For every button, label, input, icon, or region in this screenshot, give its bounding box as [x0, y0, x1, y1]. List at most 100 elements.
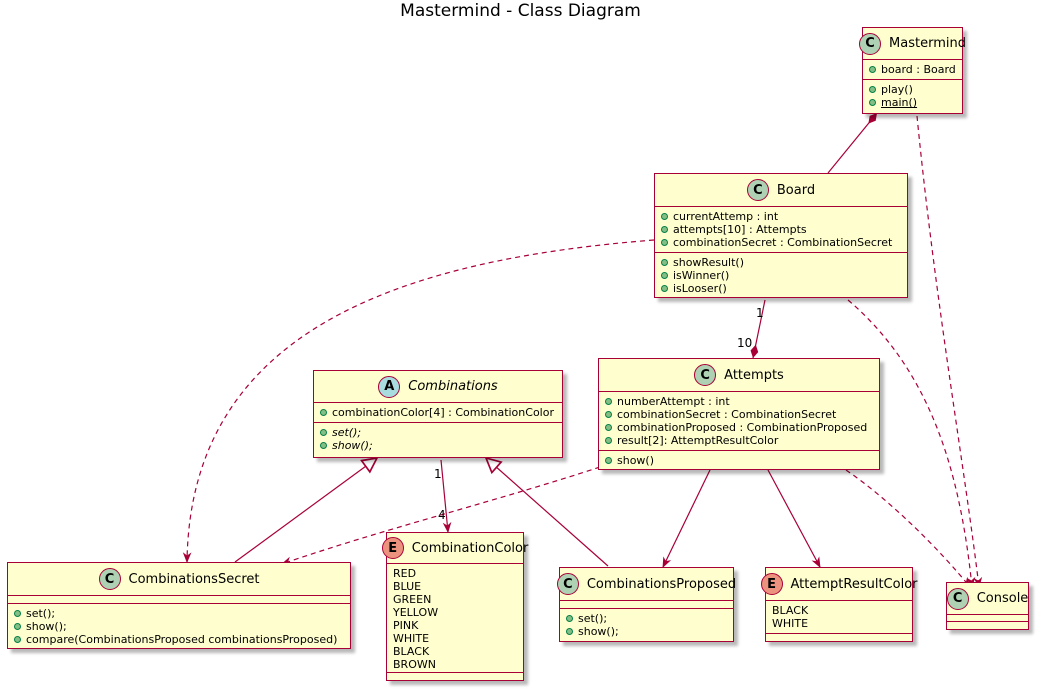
public-visibility-icon: [320, 409, 327, 416]
public-visibility-icon: [566, 615, 573, 622]
field: attempts[10] : Attempts: [673, 223, 807, 236]
method: show();: [26, 620, 67, 633]
class-name: CombinationsSecret: [128, 571, 260, 587]
class-stereotype-icon: C: [946, 587, 969, 610]
abstract-method: set();: [332, 426, 362, 439]
fields-section: board : Board: [863, 60, 962, 80]
public-visibility-icon: [605, 424, 612, 431]
enum-value: YELLOW: [393, 606, 439, 619]
method: set();: [26, 607, 56, 620]
methods-section: [947, 622, 1028, 628]
edge-combinations-color-association: [440, 459, 452, 534]
public-visibility-icon: [566, 628, 573, 635]
class-stereotype-icon: C: [746, 179, 769, 201]
fields-section: combinationColor[4] : CombinationColor: [314, 403, 562, 423]
public-visibility-icon: [661, 239, 668, 246]
edge-mastermind-console-dependency: [916, 115, 983, 589]
method: compare(CombinationsProposed combination…: [26, 633, 338, 646]
methods-section: show(): [599, 451, 879, 470]
class-stereotype-icon: C: [98, 568, 121, 590]
field: result[2]: AttemptResultColor: [617, 434, 779, 447]
edge-attempts-secret-dependency: [280, 466, 601, 565]
public-visibility-icon: [605, 411, 612, 418]
abstract-method: show();: [332, 439, 373, 452]
multiplicity-label: 10: [737, 336, 753, 350]
enum-attempt-result-color: E AttemptResultColor BLACK WHITE: [760, 567, 918, 642]
method: set();: [578, 612, 608, 625]
multiplicity-label: 1: [434, 467, 442, 481]
field: combinationProposed : CombinationPropose…: [617, 421, 868, 434]
enum-stereotype-icon: E: [760, 573, 783, 595]
method: isWinner(): [673, 269, 730, 282]
enum-value: RED: [393, 567, 417, 580]
class-name: Attempts: [724, 367, 784, 383]
field: combinationSecret : CombinationSecret: [673, 236, 893, 249]
class-stereotype-icon: C: [694, 364, 717, 386]
public-visibility-icon: [320, 442, 327, 449]
enum-stereotype-icon: E: [381, 537, 404, 559]
class-name: Board: [776, 182, 816, 198]
values-section: BLACK WHITE: [766, 601, 912, 634]
enum-value: WHITE: [393, 632, 430, 645]
field: numberAttempt : int: [617, 395, 730, 408]
class-name: Combinations: [408, 379, 498, 394]
public-visibility-icon: [605, 437, 612, 444]
methods-section: play() main(): [863, 80, 962, 112]
method: play(): [881, 83, 913, 96]
public-visibility-icon: [869, 66, 876, 73]
enum-value: BLUE: [393, 580, 422, 593]
field: combinationSecret : CombinationSecret: [617, 408, 837, 421]
public-visibility-icon: [14, 636, 21, 643]
edge-board-console-dependency: [847, 299, 976, 589]
enum-name: CombinationColor: [411, 540, 529, 556]
method: show(): [617, 454, 655, 467]
public-visibility-icon: [605, 398, 612, 405]
enum-value: PINK: [393, 619, 419, 632]
class-stereotype-icon: C: [556, 573, 579, 595]
fields-section: [947, 615, 1028, 622]
empty-section: [387, 673, 523, 679]
public-visibility-icon: [869, 99, 876, 106]
empty-section: [766, 634, 912, 640]
multiplicity-label: 4: [438, 508, 446, 522]
methods-section: set(); show();: [560, 609, 733, 641]
method: showResult(): [673, 256, 745, 269]
enum-value: GREEN: [393, 593, 432, 606]
public-visibility-icon: [661, 213, 668, 220]
enum-combination-color: E CombinationColor RED BLUE GREEN YELLOW…: [381, 532, 528, 681]
edge-board-mastermind-composition: [827, 112, 878, 174]
public-visibility-icon: [605, 457, 612, 464]
edge-attempts-resultcolor-association: [767, 469, 821, 568]
diagram-title: Mastermind - Class Diagram: [400, 1, 641, 21]
method: show();: [578, 625, 619, 638]
enum-value: BROWN: [393, 658, 436, 671]
class-name: CombinationsProposed: [586, 576, 737, 592]
class-name: Console: [976, 591, 1029, 606]
enum-name: AttemptResultColor: [790, 576, 918, 592]
public-visibility-icon: [14, 623, 21, 630]
field: combinationColor[4] : CombinationColor: [332, 406, 554, 419]
field: currentAttemp : int: [673, 210, 779, 223]
fields-section: currentAttemp : int attempts[10] : Attem…: [655, 207, 907, 253]
fields-section: [560, 601, 733, 609]
public-visibility-icon: [661, 285, 668, 292]
class-combinations: A Combinations combinationColor[4] : Com…: [313, 370, 563, 458]
class-console: C Console: [946, 582, 1029, 630]
class-stereotype-icon: C: [859, 32, 882, 55]
public-visibility-icon: [14, 610, 21, 617]
methods-section: set(); show();: [314, 423, 562, 455]
enum-value: WHITE: [772, 617, 809, 630]
public-visibility-icon: [661, 226, 668, 233]
edge-attempts-board-composition: [750, 299, 766, 359]
class-board: C Board currentAttemp : int attempts[10]…: [654, 173, 908, 298]
class-mastermind: C Mastermind board : Board play() main(): [859, 27, 966, 114]
public-visibility-icon: [869, 86, 876, 93]
edge-attempts-console-dependency: [845, 469, 971, 588]
edge-proposed-combinations-inheritance: [486, 458, 609, 567]
class-combinations-proposed: C CombinationsProposed set(); show();: [556, 567, 737, 642]
class-combinations-secret: C CombinationsSecret set(); show(); comp…: [7, 562, 351, 649]
enum-value: BLACK: [393, 645, 430, 658]
static-method: main(): [881, 96, 918, 109]
public-visibility-icon: [661, 259, 668, 266]
